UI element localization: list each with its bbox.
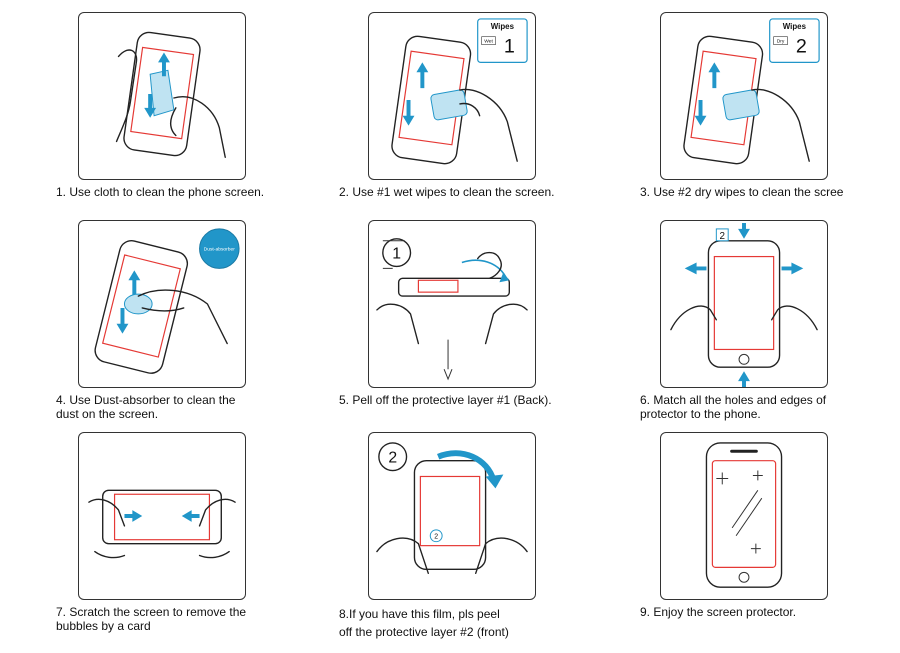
step-5-caption: 5. Pell off the protective layer #1 (Bac… xyxy=(339,393,552,407)
svg-text:2: 2 xyxy=(796,36,807,58)
step-4-illustration: Dust-absorber xyxy=(78,220,246,388)
step-7-illustration xyxy=(78,432,246,600)
phone-cleaning-cloth-illustration xyxy=(115,31,226,158)
step-1-illustration xyxy=(78,12,246,180)
scratch-bubbles-illustration xyxy=(88,489,236,559)
step-3-caption: 3. Use #2 dry wipes to clean the scree xyxy=(640,185,844,199)
layer-marker-front: 2 xyxy=(378,442,408,472)
svg-text:1: 1 xyxy=(392,246,401,263)
step-3-illustration: Wipes Dry 2 xyxy=(660,12,828,180)
svg-text:Wipes: Wipes xyxy=(783,22,807,31)
svg-text:1: 1 xyxy=(504,36,515,58)
svg-text:Wet: Wet xyxy=(484,39,493,45)
step-9-caption: 9. Enjoy the screen protector. xyxy=(640,605,797,619)
wipes-packet-wet: Wipes Wet 1 xyxy=(477,18,528,63)
step-1-caption: 1. Use cloth to clean the phone screen. xyxy=(56,185,265,199)
step-7-caption: 7. Scratch the screen to remove the bubb… xyxy=(56,605,247,633)
step-2-illustration: Wipes Wet 1 xyxy=(368,12,536,180)
step-8-caption: 8.If you have this film, pls peel off th… xyxy=(339,607,509,639)
svg-text:2: 2 xyxy=(720,231,726,242)
peel-front-layer-illustration: 2 2 xyxy=(376,442,528,575)
dust-absorber-illustration: Dust-absorber xyxy=(94,228,240,374)
svg-text:2: 2 xyxy=(388,450,397,467)
peel-back-layer-illustration: 1 xyxy=(376,238,528,381)
step-6-caption: 6. Match all the holes and edges of prot… xyxy=(640,393,827,421)
wet-wipe-illustration: Wipes Wet 1 xyxy=(391,18,528,165)
step-2-caption: 2. Use #1 wet wipes to clean the screen. xyxy=(339,185,555,199)
step-4-caption: 4. Use Dust-absorber to clean the dust o… xyxy=(56,393,236,421)
svg-text:2: 2 xyxy=(434,534,438,541)
svg-text:Dust-absorber: Dust-absorber xyxy=(204,247,236,253)
dry-wipe-illustration: Wipes Dry 2 xyxy=(683,18,820,165)
layer-marker-front-small: 2 xyxy=(715,228,729,242)
step-8-illustration: 2 2 xyxy=(368,432,536,600)
svg-text:Wipes: Wipes xyxy=(491,22,515,31)
step-5-illustration: 1 xyxy=(368,220,536,388)
layer-tab-front: 2 xyxy=(429,529,443,543)
align-protector-illustration: 2 xyxy=(670,222,818,387)
svg-text:Dry: Dry xyxy=(777,39,785,45)
finished-protector-illustration xyxy=(705,442,783,588)
layer-marker-back: 1 xyxy=(382,238,412,268)
wipes-packet-dry: Wipes Dry 2 xyxy=(769,18,820,63)
step-6-illustration: 2 xyxy=(660,220,828,388)
step-9-illustration xyxy=(660,432,828,600)
dust-absorber-sticker: Dust-absorber xyxy=(199,228,240,269)
